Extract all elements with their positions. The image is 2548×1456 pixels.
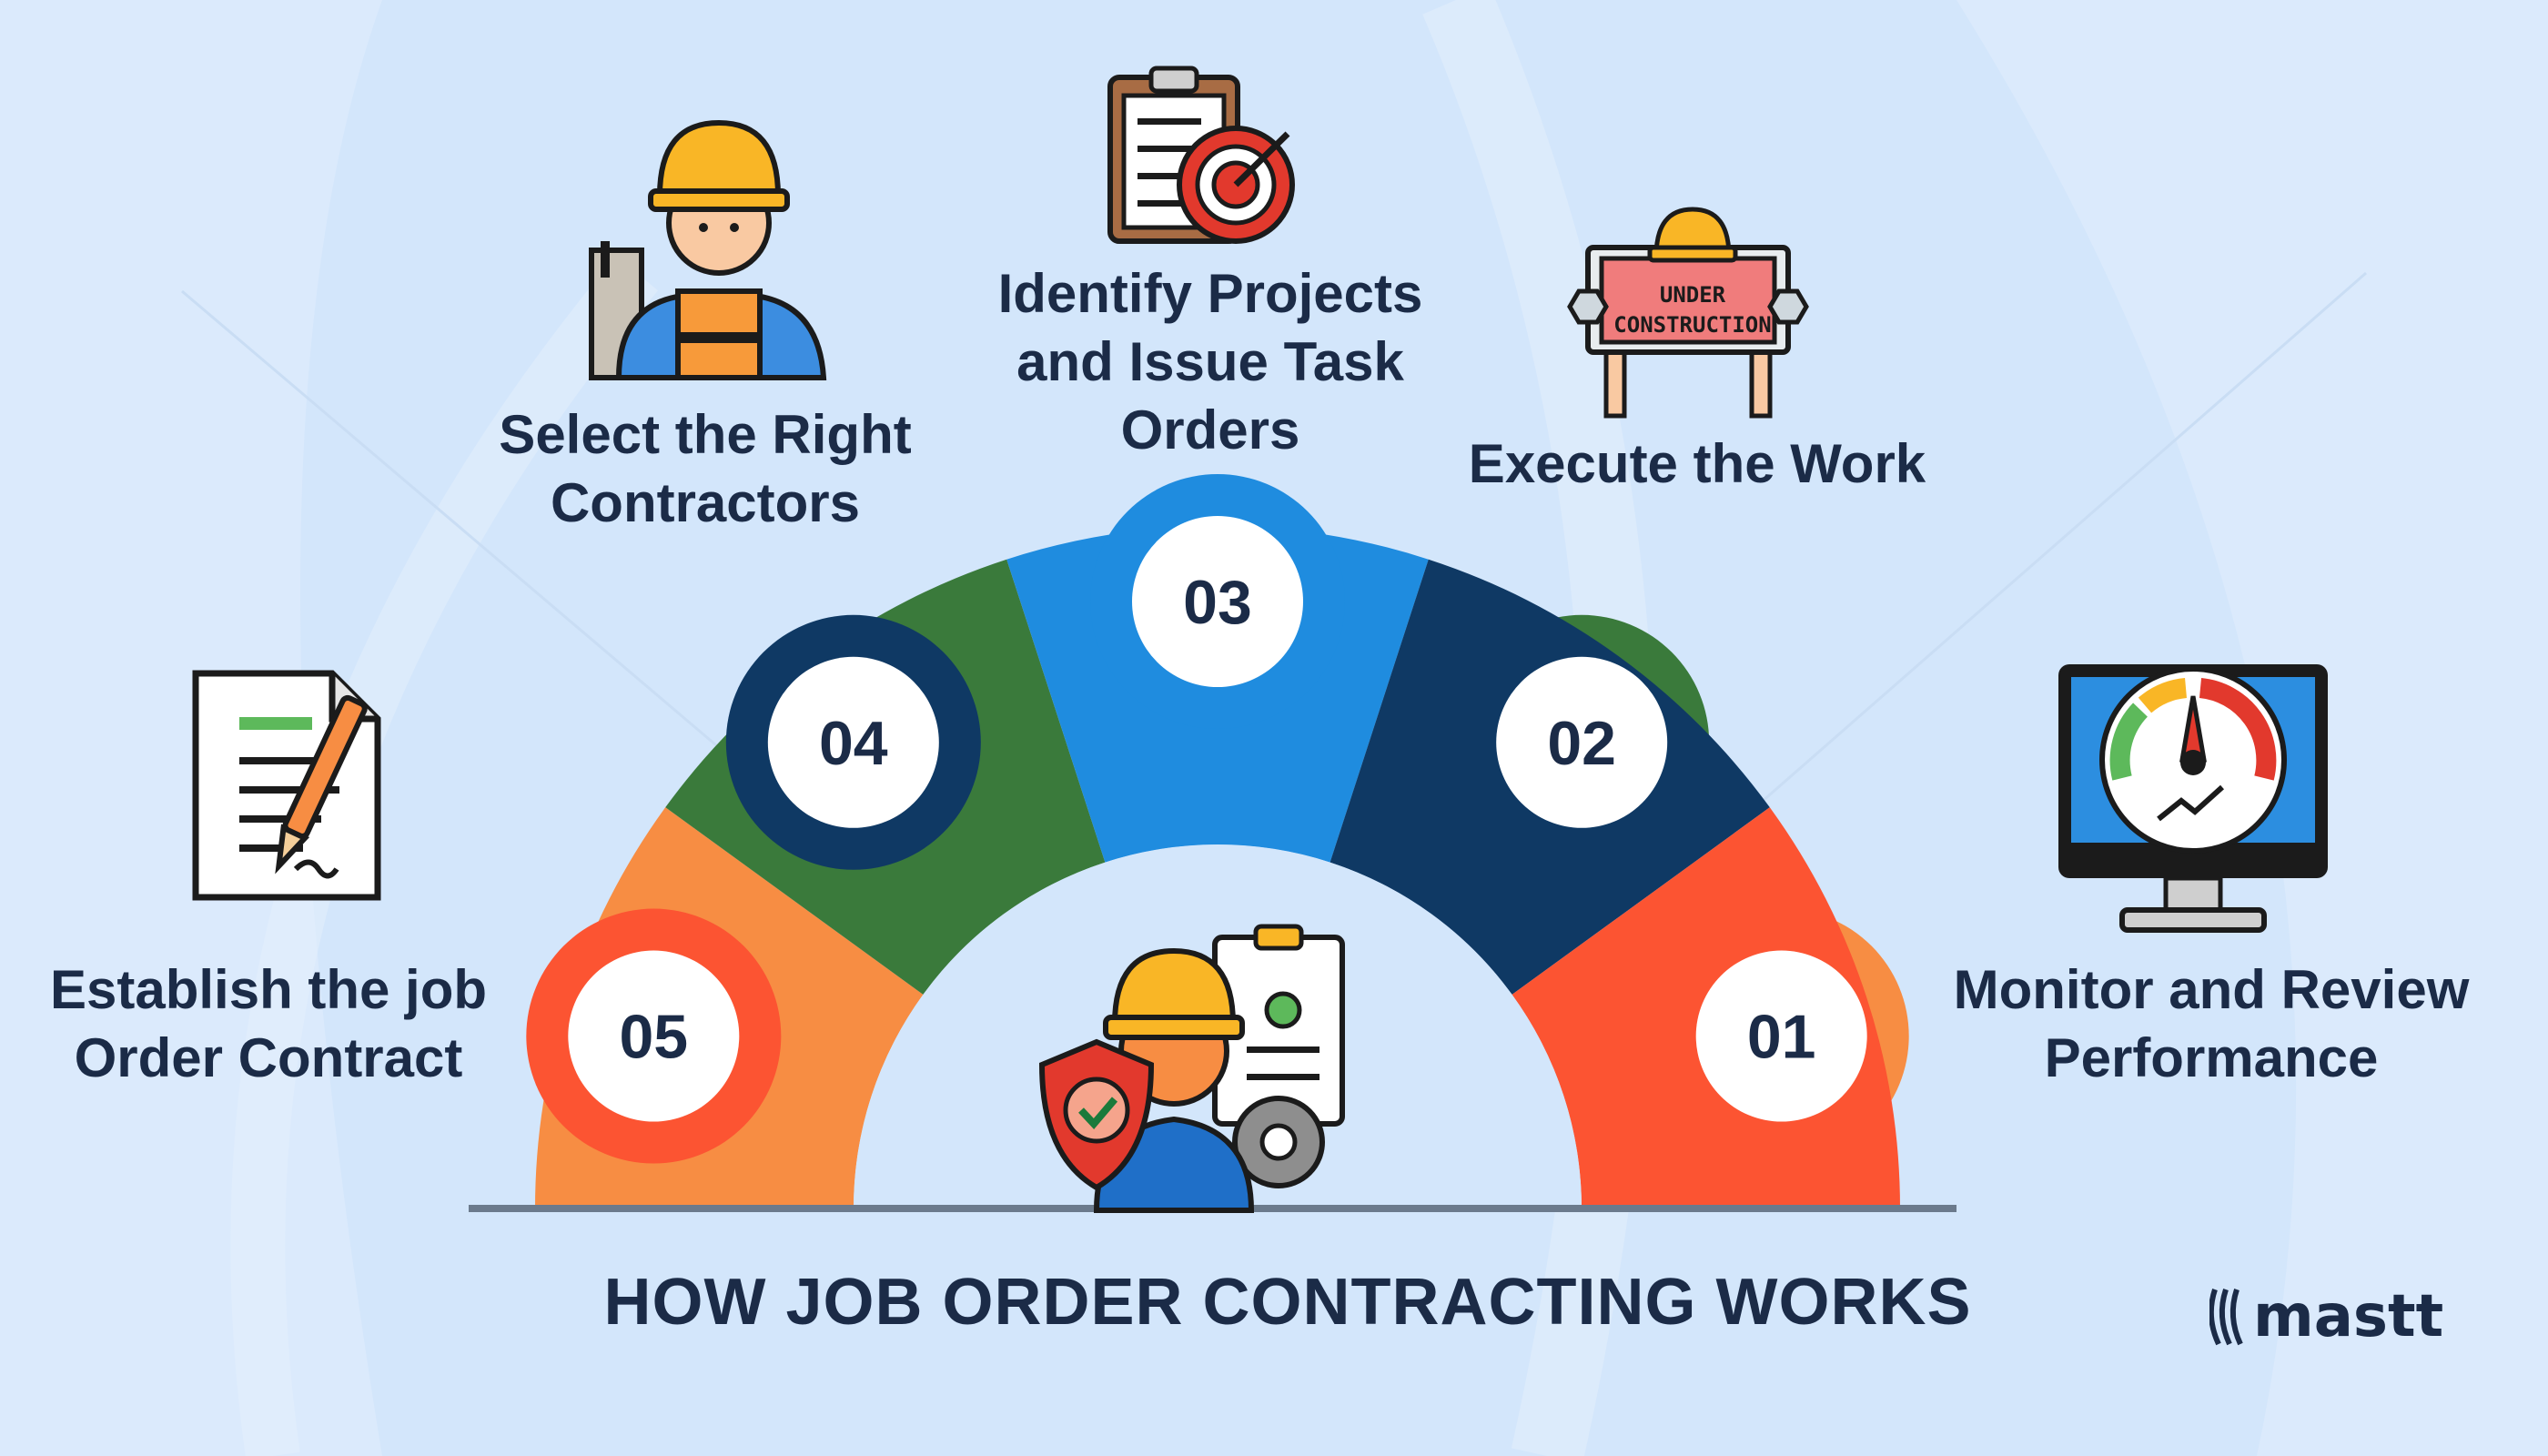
step-3-label: Identify Projects and Issue Task Orders [956, 259, 1465, 464]
step-4-label: Execute the Work [1429, 430, 1966, 498]
step-1-label-line: Establish the job [49, 959, 488, 1020]
brand-name: mastt [2253, 1283, 2444, 1350]
sign-text-line-1: UNDER [1660, 282, 1726, 308]
step-5-label-line: Monitor and Review [1953, 959, 2470, 1020]
worker-safety-icon [1038, 924, 1345, 1213]
step-2-label-line: Select the Right [499, 404, 912, 465]
infographic-title: HOW JOB ORDER CONTRACTING WORKS [603, 1266, 1972, 1339]
performance-monitor-icon [2058, 664, 2328, 933]
step-number-badges: 01 02 03 04 05 [568, 516, 1867, 1122]
step-3-label-line: Orders [1120, 399, 1300, 460]
step-5-label-line: Performance [2044, 1027, 2379, 1088]
step-5-badge [568, 950, 740, 1122]
step-5-number: 05 [619, 1003, 688, 1072]
step-3-number: 03 [1183, 568, 1252, 637]
brand-logo: mastt [2209, 1283, 2443, 1350]
construction-worker-icon [589, 119, 827, 380]
step-2-badge [1496, 656, 1668, 828]
step-4-number: 04 [819, 709, 888, 778]
step-3-label-line: Identify Projects [997, 263, 1423, 324]
step-1-badge [1695, 950, 1867, 1122]
step-2-number: 02 [1547, 709, 1616, 778]
step-5-label: Monitor and Review Performance [1929, 956, 2493, 1092]
step-2-label: Select the Right Contractors [455, 400, 956, 537]
step-2-label-line: Contractors [550, 472, 861, 533]
step-4-label-line: Execute the Work [1468, 433, 1926, 494]
step-1-label: Establish the job Order Contract [36, 956, 500, 1092]
step-1-label-line: Order Contract [74, 1027, 463, 1088]
step-3-badge [1132, 516, 1303, 687]
step-1-number: 01 [1747, 1003, 1816, 1072]
sign-text-line-2: CONSTRUCTION [1613, 312, 1771, 338]
contract-pen-icon [192, 670, 381, 901]
step-4-badge [767, 656, 939, 828]
step-3-label-line: and Issue Task [1016, 331, 1404, 392]
mastt-logo-icon [2209, 1289, 2243, 1346]
under-construction-sign-icon: UNDER CONSTRUCTION [1567, 207, 1809, 419]
clipboard-target-icon [1107, 66, 1295, 244]
